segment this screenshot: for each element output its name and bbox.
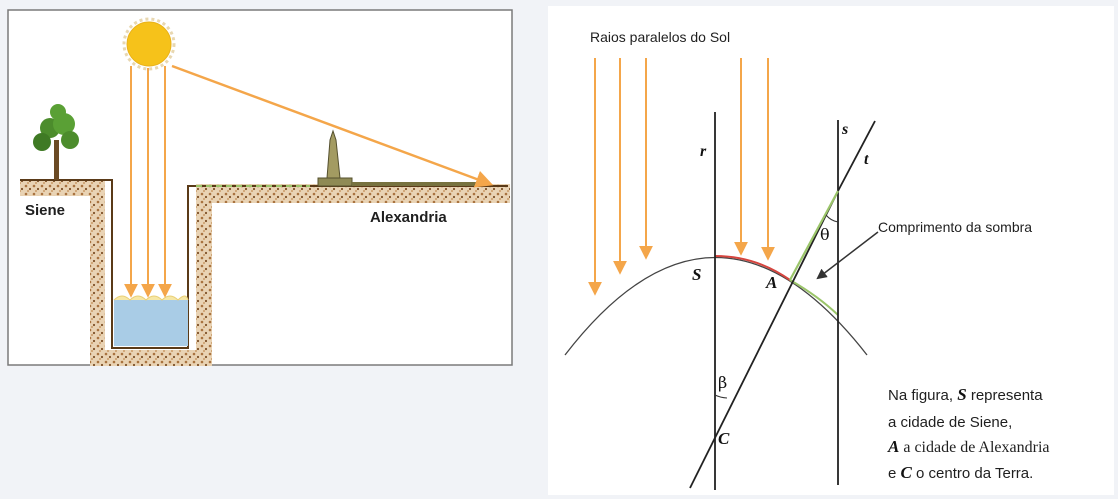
tree-icon bbox=[33, 104, 79, 180]
geometry-panel: Raios paralelos do Sol r s bbox=[548, 6, 1114, 495]
label-s: s bbox=[841, 121, 848, 138]
sun-ray-to-obelisk bbox=[171, 64, 494, 188]
label-beta: β bbox=[718, 373, 727, 392]
label-r: r bbox=[700, 143, 707, 160]
note-line-2: a cidade de Siene, bbox=[888, 414, 1012, 431]
shadow-line bbox=[789, 190, 839, 281]
label-t: t bbox=[864, 151, 869, 168]
note-line-3: A a cidade de Alexandria bbox=[887, 437, 1050, 456]
shadow-length-label: Comprimento da sombra bbox=[878, 219, 1032, 235]
parallel-sun-rays bbox=[588, 58, 775, 296]
theta-angle-arc bbox=[825, 214, 839, 223]
sun-rays-to-well bbox=[124, 66, 172, 298]
well-scene-panel: Siene Alexandria bbox=[7, 9, 513, 366]
line-t-upper bbox=[837, 120, 876, 192]
rays-label: Raios paralelos do Sol bbox=[590, 29, 730, 45]
siene-label: Siene bbox=[25, 202, 65, 219]
label-C: C bbox=[718, 429, 730, 448]
beta-angle-arc bbox=[714, 394, 728, 399]
arc-siene-alexandria bbox=[714, 255, 791, 281]
well-water bbox=[113, 295, 189, 346]
figure-note: Na figura, S representa a cidade de Sien… bbox=[887, 385, 1050, 482]
label-A: A bbox=[765, 273, 777, 292]
alexandria-label: Alexandria bbox=[370, 209, 447, 226]
label-S: S bbox=[692, 265, 701, 284]
shadow-pointer-arrow bbox=[816, 231, 879, 280]
geometry-panel-background bbox=[548, 6, 1114, 495]
label-theta: θ bbox=[820, 225, 830, 244]
obelisk-icon bbox=[317, 129, 482, 187]
note-line-1: Na figura, S representa bbox=[888, 385, 1043, 404]
shadow-arc bbox=[789, 279, 839, 316]
note-line-4: e C o centro da Terra. bbox=[888, 463, 1033, 482]
sun-icon bbox=[122, 17, 176, 71]
line-t bbox=[689, 190, 839, 489]
